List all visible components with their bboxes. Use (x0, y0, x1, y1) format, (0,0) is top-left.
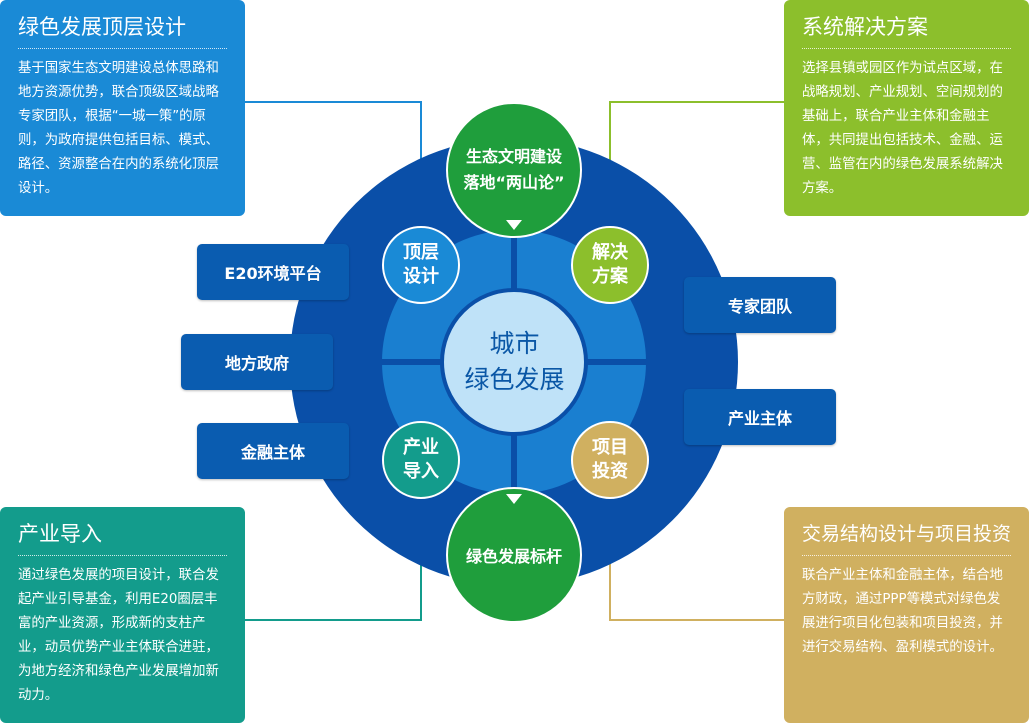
card-divider (802, 48, 1011, 49)
card-top-left: 绿色发展顶层设计 基于国家生态文明建设总体思路和地方资源优势，联合顶级区域战略专… (0, 0, 245, 216)
center-title-line1: 城市 (489, 329, 540, 358)
quadrant-line1: 解决 (592, 242, 628, 263)
center-title-line2: 绿色发展 (464, 365, 565, 394)
bottom-green-circle (446, 487, 582, 623)
bottom-circle-label: 绿色发展标杆 (465, 547, 562, 566)
tag-financial-entity: 金融主体 (197, 423, 349, 479)
quadrant-circle-top-right (571, 226, 649, 304)
quadrant-line2: 设计 (403, 266, 439, 287)
card-title: 交易结构设计与项目投资 (802, 523, 1012, 545)
quadrant-circle-bottom-left (382, 421, 460, 499)
quadrant-line1: 顶层 (403, 242, 439, 263)
card-divider (802, 555, 1011, 556)
card-title: 绿色发展顶层设计 (18, 15, 186, 39)
quadrant-line1: 产业 (403, 437, 439, 458)
top-circle-label: 生态文明建设 落地“两山论” (449, 140, 579, 200)
card-body: 选择县镇或园区作为试点区域，在战略规划、产业规划、空间规划的基础上，联合产业主体… (802, 61, 1003, 196)
quadrant-label-bottom-right: 项目 投资 (572, 422, 648, 498)
card-bottom-left: 产业导入 通过绿色发展的项目设计，联合发起产业引导基金，利用E20圈层丰富的产业… (0, 507, 245, 723)
tag-local-government: 地方政府 (181, 334, 333, 390)
quadrant-label-bottom-left: 产业 导入 (383, 422, 459, 498)
card-title: 产业导入 (18, 522, 102, 546)
tag-e20-platform: E20环境平台 (197, 244, 349, 300)
card-body: 通过绿色发展的项目设计，联合发起产业引导基金，利用E20圈层丰富的产业资源，形成… (18, 568, 219, 703)
quadrant-label-top-right: 解决 方案 (572, 227, 648, 303)
card-body: 基于国家生态文明建设总体思路和地方资源优势，联合顶级区域战略专家团队，根据“一城… (18, 61, 219, 196)
quadrant-label-top-left: 顶层 设计 (383, 227, 459, 303)
top-arrow-icon (506, 220, 522, 230)
card-title: 系统解决方案 (802, 15, 928, 39)
top-circle-line2: 落地“两山论” (463, 173, 565, 192)
card-top-right: 系统解决方案 选择县镇或园区作为试点区域，在战略规划、产业规划、空间规划的基础上… (784, 0, 1029, 216)
bottom-arrow-icon (506, 494, 522, 504)
card-body: 联合产业主体和金融主体，结合地方财政，通过PPP等模式对绿色发展进行项目化包装和… (802, 568, 1003, 655)
tag-expert-team: 专家团队 (684, 277, 836, 333)
card-bottom-right: 交易结构设计与项目投资 联合产业主体和金融主体，结合地方财政，通过PPP等模式对… (784, 507, 1029, 723)
card-divider (18, 555, 227, 556)
quadrant-line2: 投资 (592, 461, 628, 482)
quadrant-circle-bottom-right (571, 421, 649, 499)
quadrant-line2: 导入 (403, 461, 439, 482)
top-green-circle (446, 102, 582, 238)
card-divider (18, 48, 227, 49)
top-circle-line1: 生态文明建设 (465, 147, 562, 166)
quadrant-line2: 方案 (592, 266, 628, 287)
center-title: 城市 绿色发展 (442, 302, 587, 422)
tag-industry-entity: 产业主体 (684, 389, 836, 445)
quadrant-circle-top-left (382, 226, 460, 304)
center-circle (440, 288, 588, 436)
quadrant-line1: 项目 (592, 437, 628, 458)
